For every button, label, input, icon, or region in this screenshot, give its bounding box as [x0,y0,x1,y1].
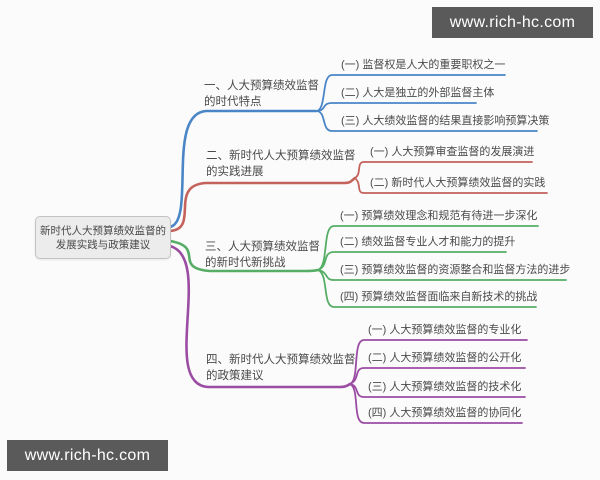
branch-2-trunk-line [168,176,357,233]
branch-2-lines [168,161,548,233]
branch-3-title: 三、人大预算绩效监督 的新时代新挑战 [205,239,320,271]
branch-3-leaf-4: (四) 预算绩效监督面临来自新技术的挑战 [340,291,538,303]
branch-3-trunk-line [168,239,320,273]
branch-4-child-2-line [349,367,526,385]
branch-4-child-4-line [349,383,523,424]
branch-3-title-line-1: 三、人大预算绩效监督 [205,241,320,253]
branch-1-title: 一、人大预算绩效监督 的时代特点 [204,78,319,110]
branch-3-leaf-2: (二) 绩效监督专业人才和能力的提升 [340,236,516,248]
branch-2-child-2-line [354,177,548,194]
root-node: 新时代人大预算绩效监督的 发展实践与政策建议 [35,216,171,259]
branch-4-leaf-1: (一) 人大预算绩效监督的专业化 [368,324,522,336]
branch-2-title: 二、新时代人大预算绩效监督 的实践进展 [206,148,356,180]
root-node-line-2: 发展实践与政策建议 [55,238,151,251]
branch-2-leaf-1: (一) 人大预算审查监督的发展演进 [370,146,535,158]
branch-3-title-line-2: 的新时代新挑战 [205,257,286,269]
branch-4-lines [168,244,528,424]
branch-1-trunk-line [168,109,318,229]
branch-3-lines [168,225,567,308]
branch-4-title-line-2: 的政策建议 [206,370,264,382]
branch-3-leaf-3: (三) 预算绩效监督的资源整合和监督方法的进步 [340,264,571,276]
branch-4-leaf-3: (三) 人大预算绩效监督的技术化 [368,381,522,393]
branch-1-leaf-3: (三) 人大绩效监督的结果直接影响预算决策 [341,115,550,127]
branch-2-title-line-1: 二、新时代人大预算绩效监督 [206,150,356,162]
branch-1-lines [168,74,538,229]
branch-3-child-4-line [317,269,537,308]
branch-2-title-line-2: 的实践进展 [206,166,264,178]
branch-3-child-2-line [317,251,507,271]
branch-1-child-1-line [315,74,506,112]
branch-4-title-line-1: 四、新时代人大预算绩效监督 [206,354,356,366]
watermark-top: www.rich-hc.com [432,7,593,38]
branch-4-leaf-2: (二) 人大预算绩效监督的公开化 [368,352,522,364]
branch-3-leaf-1: (一) 预算绩效理念和规范有待进一步深化 [340,210,538,222]
branch-1-title-line-1: 一、人大预算绩效监督 [204,80,319,92]
root-node-line-1: 新时代人大预算绩效监督的 [40,224,166,237]
branch-1-child-3-line [315,110,538,132]
branch-2-leaf-2: (二) 新时代人大预算绩效监督的实践 [370,177,546,189]
branch-2-child-1-line [354,161,533,179]
watermark-bottom: www.rich-hc.com [7,440,168,471]
branch-1-leaf-1: (一) 监督权是人大的重要职权之一 [341,59,506,71]
branch-1-child-2-line [315,102,477,112]
branch-1-leaf-2: (二) 人大是独立的外部监督主体 [341,87,495,99]
branch-1-title-line-2: 的时代特点 [204,96,262,108]
branch-4-leaf-4: (四) 人大预算绩效监督的协同化 [368,407,522,419]
branch-4-trunk-line [168,244,352,389]
branch-4-title: 四、新时代人大预算绩效监督 的政策建议 [206,352,356,384]
